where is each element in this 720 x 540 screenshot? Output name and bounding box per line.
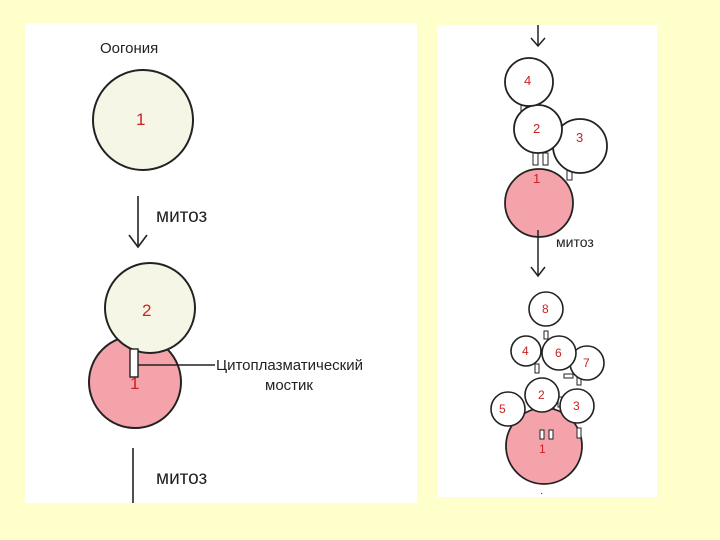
bottom-cell-5 [491, 392, 525, 426]
bridge-label-line2: мостик [265, 377, 313, 394]
top-cell-1-number: 1 [533, 171, 540, 186]
cell-1-number: 1 [130, 374, 139, 393]
bottom-cell-6-number: 6 [555, 346, 562, 360]
left-diagram: Оогония 1 митоз 2 1 Цитоплазматический м… [25, 23, 417, 503]
top-cell-2-number: 2 [533, 121, 540, 136]
bottom-cell-7-number: 7 [583, 356, 590, 370]
mitosis-label-1: митоз [156, 206, 207, 227]
mitosis-label-right: митоз [556, 234, 594, 250]
bottom-cell-1-number: 1 [539, 442, 546, 456]
top-cell-3-number: 3 [576, 130, 583, 145]
continuation-mark: · [540, 488, 543, 497]
cytoplasmic-bridge [130, 349, 138, 377]
right-diagram: 4 2 3 1 митоз 8 [437, 25, 657, 497]
right-diagram-panel: 4 2 3 1 митоз 8 [437, 25, 657, 497]
bridge-label-line1: Цитоплазматический [216, 357, 363, 374]
oogonium-number: 1 [136, 110, 145, 129]
bottom-cell-3-number: 3 [573, 399, 580, 413]
top-bridge-2-1b [543, 153, 548, 165]
left-diagram-panel: Оогония 1 митоз 2 1 Цитоплазматический м… [25, 23, 417, 503]
mitosis-label-2: митоз [156, 468, 207, 489]
top-bridge-2-1 [533, 153, 538, 165]
top-cell-4-number: 4 [524, 73, 531, 88]
bottom-cell-8-number: 8 [542, 302, 549, 316]
mitosis-arrow-1 [129, 196, 147, 247]
oogonia-label: Оогония [100, 40, 158, 57]
bottom-cell-2-number: 2 [538, 388, 545, 402]
bottom-cell-4-number: 4 [522, 344, 529, 358]
bottom-cell-5-number: 5 [499, 402, 506, 416]
incoming-arrow [531, 25, 545, 46]
cell-2-number: 2 [142, 301, 151, 320]
